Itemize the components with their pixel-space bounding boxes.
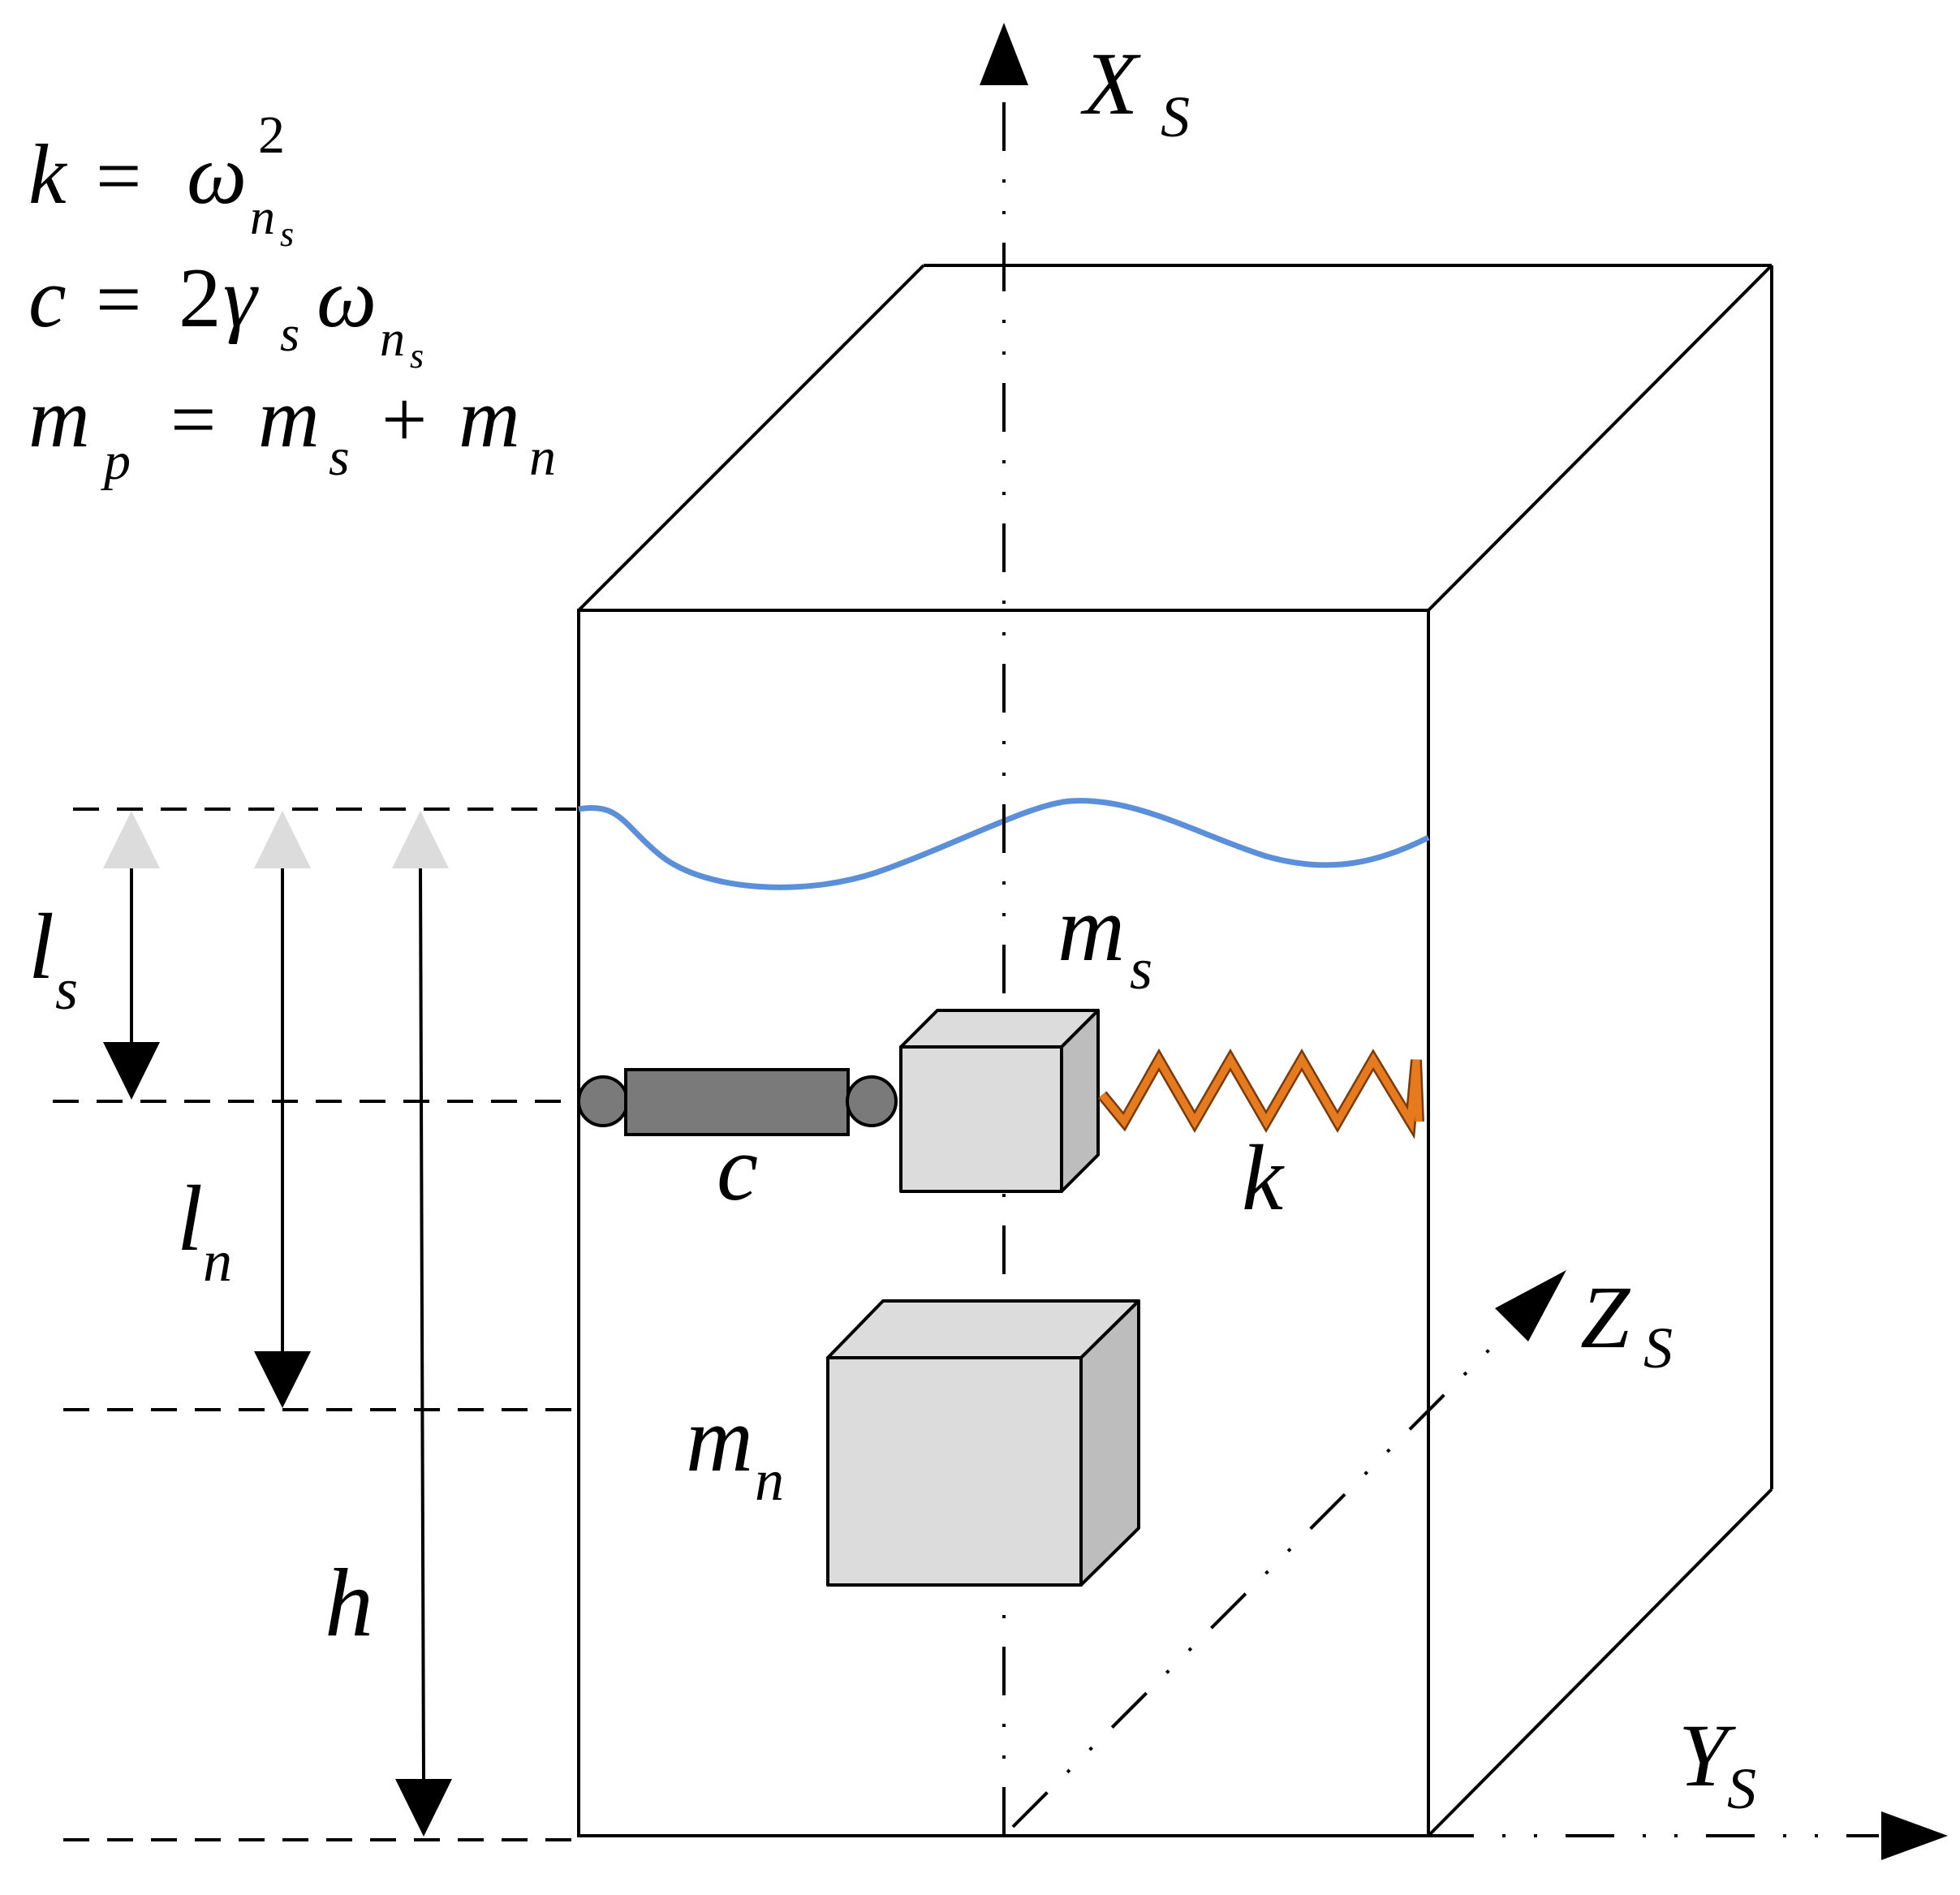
dimension-ln-arrow-bottom — [254, 1351, 311, 1408]
axis-x-arrowhead — [980, 23, 1028, 85]
eq2-omega-subsub: s — [410, 336, 424, 376]
damper-label: c — [717, 1117, 758, 1220]
eq2-gamma: γ — [223, 250, 259, 345]
dimension-ln — [254, 811, 311, 1408]
dimension-h — [392, 811, 452, 1837]
eq2-equals: = — [96, 254, 141, 344]
fixed-mass-label-sub: n — [755, 1448, 784, 1513]
spring-coil — [1099, 1052, 1423, 1134]
equation-mass: m p = m s + m n — [28, 370, 556, 491]
fixed-mass-front — [826, 1356, 1083, 1587]
eq3-equals: = — [170, 374, 216, 464]
sloshing-mass-side — [1060, 1009, 1100, 1193]
reference-lines — [53, 808, 576, 1841]
damper-body — [624, 1068, 850, 1136]
eq3-lhs-sub: p — [101, 432, 131, 491]
axis-z-label: Z — [1580, 1268, 1631, 1367]
eq3-plus: + — [381, 374, 427, 464]
fixed-mass-label: m — [686, 1388, 753, 1491]
axis-x-label: X — [1080, 34, 1141, 133]
eq3-t1-sub: s — [329, 428, 350, 487]
dimension-h-arrow-bottom — [395, 1779, 452, 1837]
sloshing-mass-cube — [899, 1009, 1100, 1193]
dimension-h-label: h — [325, 1548, 373, 1656]
dimension-ln-arrow-top — [254, 811, 311, 868]
eq1-sup: 2 — [258, 106, 285, 165]
eq1-equals: = — [96, 131, 141, 221]
dimension-h-line — [419, 868, 425, 1780]
eq3-lhs: m — [28, 370, 90, 465]
eq1-lhs: k — [28, 127, 68, 222]
axis-z-line — [1011, 1329, 1510, 1828]
axis-z-arrowhead — [1495, 1270, 1566, 1342]
fixed-mass-cube — [826, 1299, 1140, 1587]
equation-stiffness: k = ω 2 n s — [28, 106, 294, 254]
spring-label: k — [1242, 1126, 1285, 1230]
spring — [1097, 1048, 1424, 1139]
damper — [577, 1068, 898, 1136]
dimension-ls-label: l — [28, 895, 54, 998]
eq2-omega: ω — [317, 250, 377, 345]
sloshing-mass-label-sub: s — [1130, 937, 1152, 1001]
axis-y-arrowhead — [1881, 1811, 1948, 1860]
liquid-free-surface — [578, 798, 1430, 890]
axis-z-label-sub: S — [1643, 1316, 1673, 1380]
tank-edge-top-left — [577, 264, 925, 612]
dimension-ls-arrow-bottom — [103, 1042, 160, 1100]
eq2-lhs: c — [28, 250, 67, 345]
dimension-ls-arrow-top — [103, 811, 160, 868]
axis-x-label-sub: S — [1161, 84, 1190, 149]
dimension-ls — [103, 811, 160, 1100]
sloshing-mass-front — [899, 1045, 1063, 1193]
eq1-sub: n — [250, 190, 275, 245]
dimension-ln-label-sub: n — [203, 1229, 232, 1294]
eq3-t1: m — [258, 370, 320, 465]
dimension-ls-label-sub: s — [55, 957, 78, 1022]
equation-damping: c = 2 γ s ω n s — [28, 250, 424, 376]
eq2-gamma-sub: s — [280, 307, 299, 362]
axis-y — [1004, 1811, 1948, 1860]
tank-edge-top-right — [1427, 264, 1773, 612]
dimension-ln-label: l — [177, 1167, 203, 1270]
axis-z — [1011, 1270, 1566, 1828]
eq3-t2: m — [459, 370, 520, 465]
eq2-coef: 2 — [179, 250, 222, 345]
dimension-h-arrow-top — [392, 811, 449, 868]
tank-edge-bottom-right — [1427, 1488, 1773, 1837]
sloshing-mass-label: m — [1058, 877, 1125, 980]
eq1-subsub: s — [280, 214, 294, 254]
fixed-mass-side — [1079, 1299, 1140, 1587]
axis-y-label: Y — [1678, 1706, 1736, 1805]
eq3-t2-sub: n — [529, 428, 556, 487]
eq1-omega: ω — [187, 127, 247, 222]
tank-box — [577, 264, 1773, 1837]
eq2-omega-sub: n — [380, 312, 405, 367]
damper-left-hinge — [577, 1075, 629, 1127]
damper-right-hinge — [846, 1075, 898, 1127]
axis-y-label-sub: S — [1727, 1756, 1756, 1821]
